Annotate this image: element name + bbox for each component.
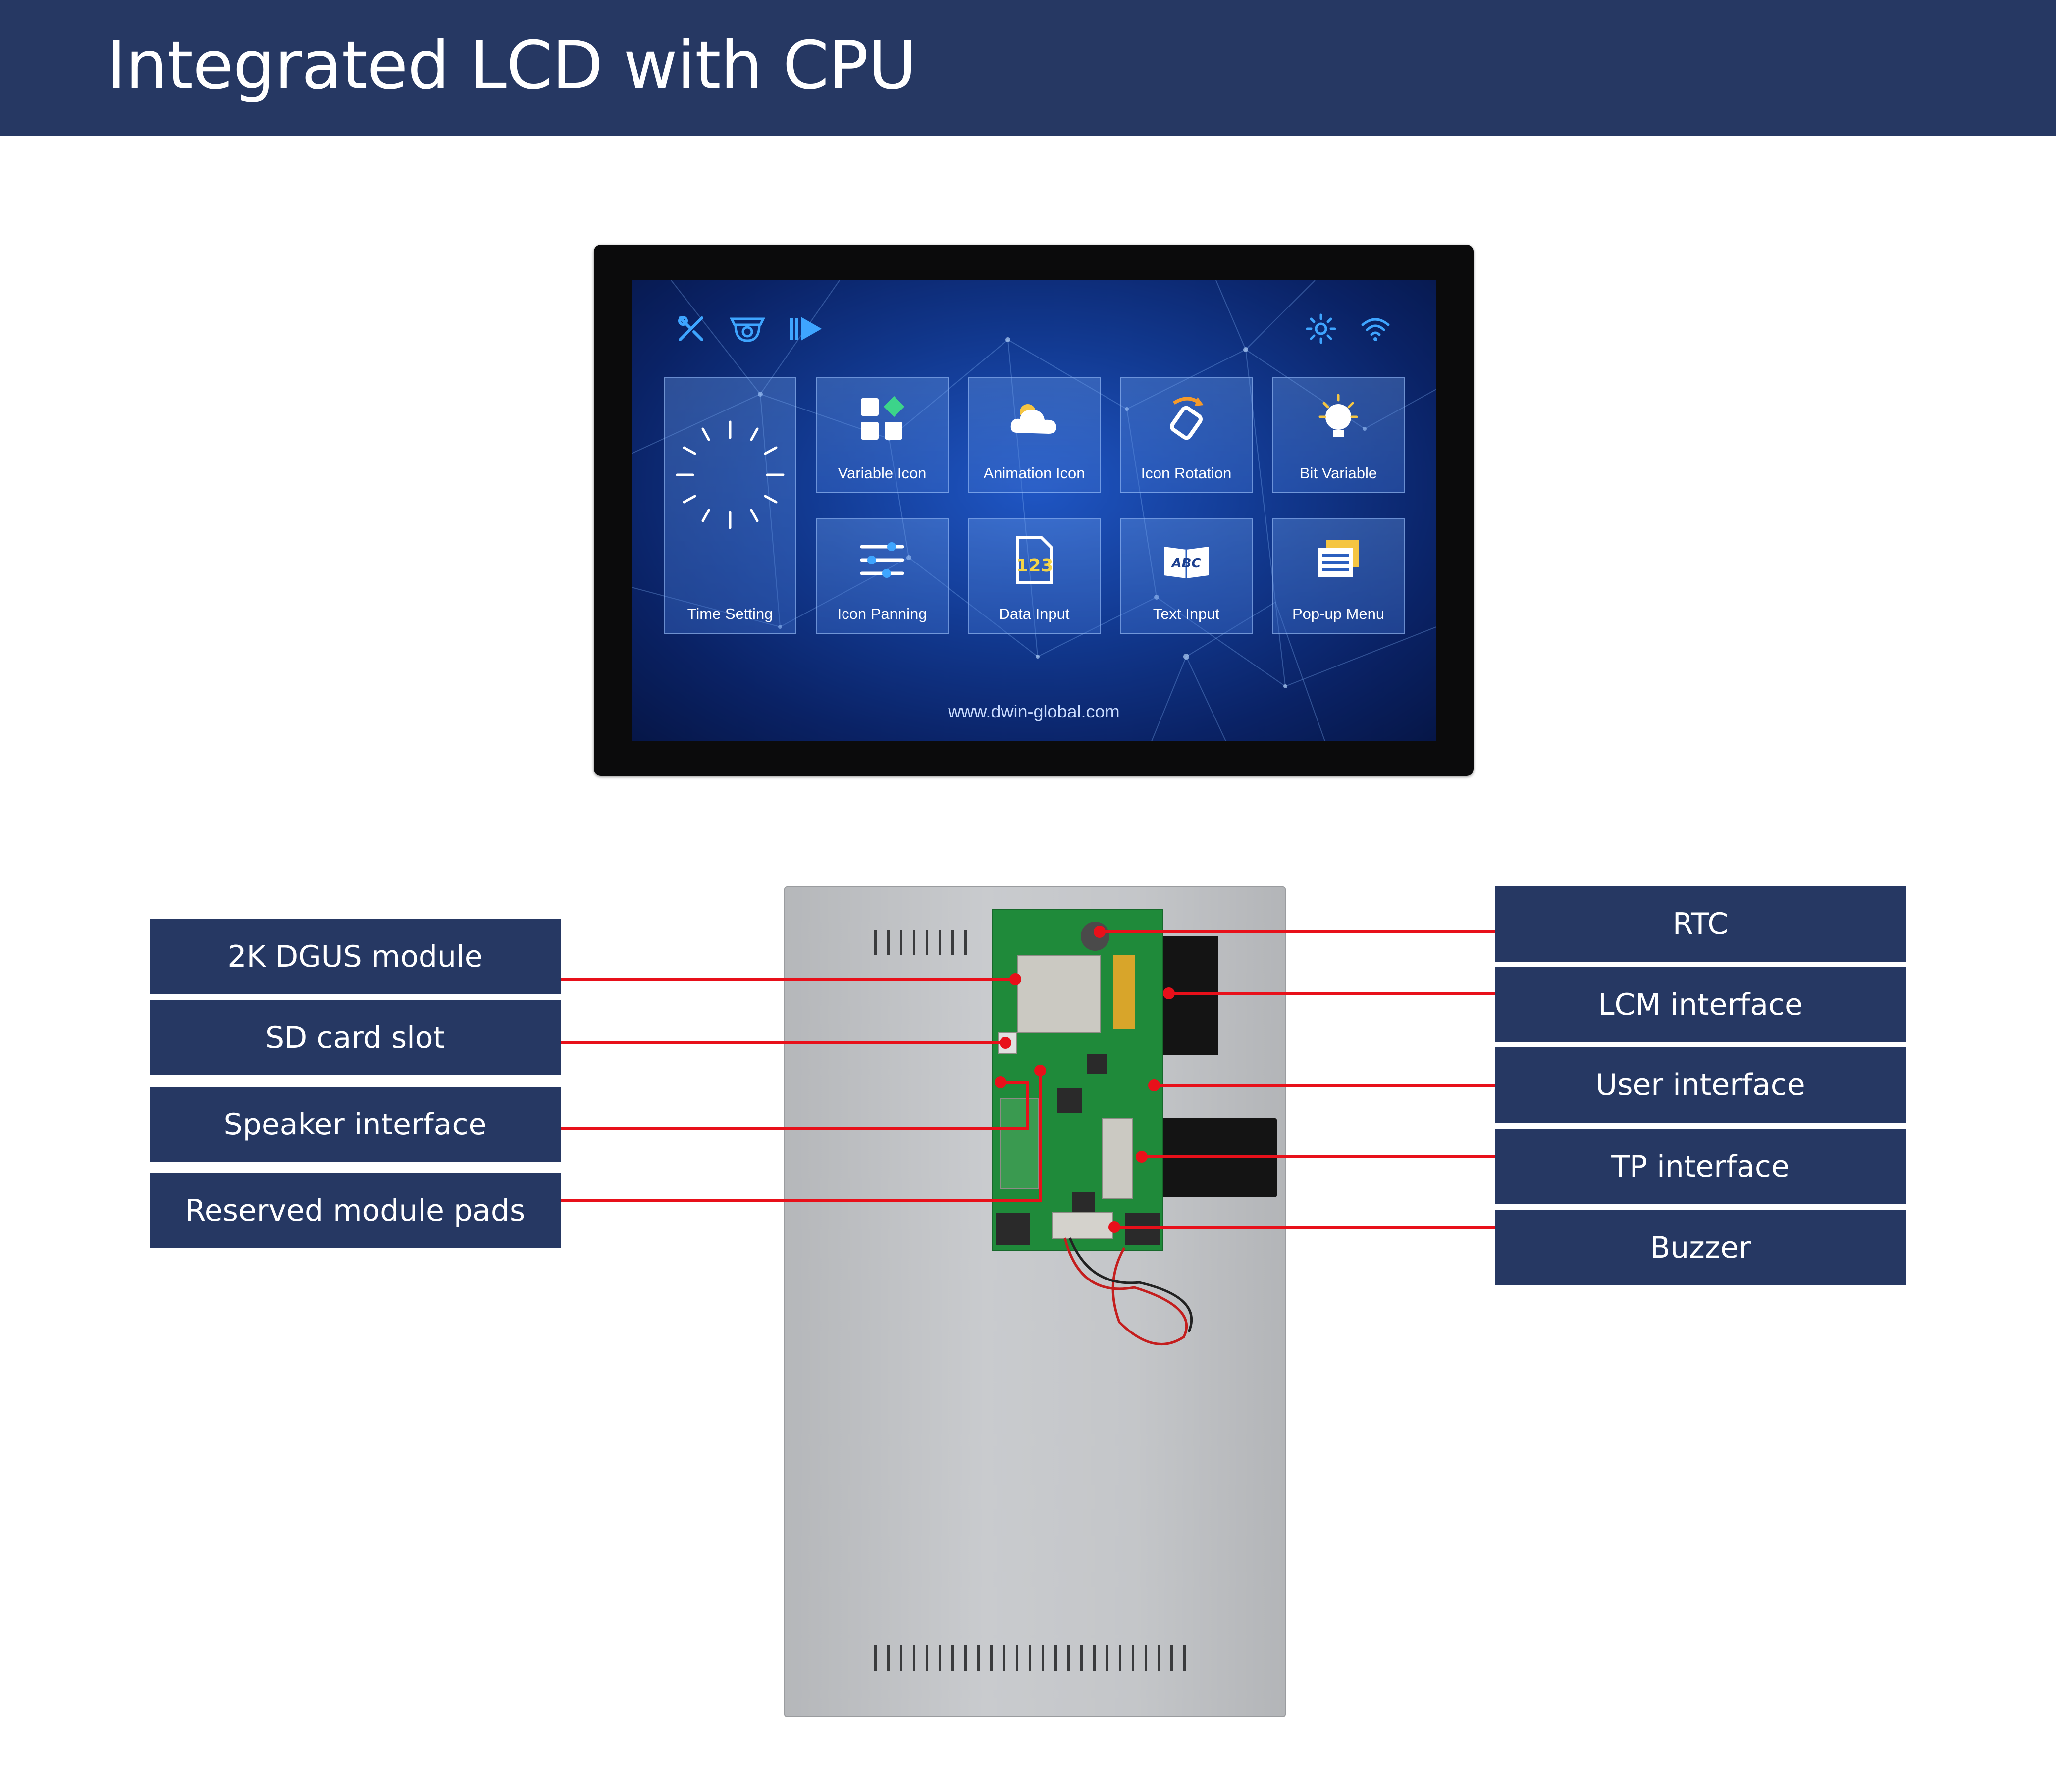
tile-label: Text Input <box>1153 605 1220 622</box>
tile-icon-rotation[interactable]: Icon Rotation <box>1120 377 1253 493</box>
brightness-icon[interactable] <box>1305 313 1337 345</box>
header-banner: Integrated LCD with CPU <box>0 0 2056 136</box>
tile-label: Variable Icon <box>838 464 927 482</box>
dgus-module-chip <box>1017 955 1101 1033</box>
svg-text:ABC: ABC <box>1170 556 1201 571</box>
callout-2k-dgus-module: 2K DGUS module <box>150 919 561 994</box>
lcm-connector <box>1113 955 1135 1029</box>
small-ic <box>1057 1088 1082 1113</box>
monitor-front-view: Time Setting Variable Icon Animation Ico… <box>594 245 1474 776</box>
terminal-block-left <box>996 1213 1030 1245</box>
rotate-icon <box>1159 392 1213 447</box>
play-icon[interactable] <box>788 313 824 345</box>
svg-text:123: 123 <box>1016 556 1053 576</box>
monitor-screen: Time Setting Variable Icon Animation Ico… <box>632 280 1436 741</box>
callout-speaker-interface: Speaker interface <box>150 1087 561 1162</box>
callout-user-interface: User interface <box>1495 1047 1906 1123</box>
callout-tp-interface: TP interface <box>1495 1129 1906 1204</box>
tile-data-input[interactable]: 123 Data Input <box>968 518 1101 634</box>
tile-label: Data Input <box>999 605 1070 622</box>
menu-icon <box>1311 533 1366 587</box>
website-url: www.dwin-global.com <box>948 701 1120 721</box>
tile-label: Icon Rotation <box>1141 464 1232 482</box>
tile-bit-variable[interactable]: Bit Variable <box>1272 377 1405 493</box>
tile-variable-icon[interactable]: Variable Icon <box>816 377 949 493</box>
grid-icon <box>855 392 909 447</box>
page-title: Integrated LCD with CPU <box>106 27 917 104</box>
callout-buzzer: Buzzer <box>1495 1210 1906 1285</box>
cloud-icon <box>1007 392 1061 447</box>
tile-time-setting[interactable]: Time Setting <box>664 377 796 634</box>
inductor <box>1072 1192 1095 1215</box>
small-ic <box>1087 1054 1107 1074</box>
sliders-icon <box>855 533 909 587</box>
tile-label: Time Setting <box>687 605 773 622</box>
tools-icon[interactable] <box>675 313 707 345</box>
tile-label: Icon Panning <box>837 605 927 622</box>
tile-animation-icon[interactable]: Animation Icon <box>968 377 1101 493</box>
tile-label: Pop-up Menu <box>1292 605 1385 622</box>
wifi-icon[interactable] <box>1360 313 1391 345</box>
book-icon: ABC <box>1159 533 1213 587</box>
callout-lcm-interface: LCM interface <box>1495 967 1906 1042</box>
callout-rtc: RTC <box>1495 886 1906 962</box>
clock-icon <box>673 418 787 532</box>
tile-icon-panning[interactable]: Icon Panning <box>816 518 949 634</box>
camera-icon[interactable] <box>729 313 766 345</box>
tp-connector <box>1102 1118 1133 1199</box>
tile-label: Animation Icon <box>983 464 1085 482</box>
tile-text-input[interactable]: ABC Text Input <box>1120 518 1253 634</box>
tile-label: Bit Variable <box>1299 464 1377 482</box>
number-icon: 123 <box>1007 533 1061 587</box>
bulb-icon <box>1311 392 1366 447</box>
callout-reserved-module-pads: Reserved module pads <box>150 1173 561 1248</box>
controller-pcb <box>992 909 1163 1251</box>
terminal-block-right <box>1125 1213 1160 1245</box>
tile-pop-up-menu[interactable]: Pop-up Menu <box>1272 518 1405 634</box>
rtc-battery <box>1081 922 1109 951</box>
callout-sd-card-slot: SD card slot <box>150 1000 561 1075</box>
